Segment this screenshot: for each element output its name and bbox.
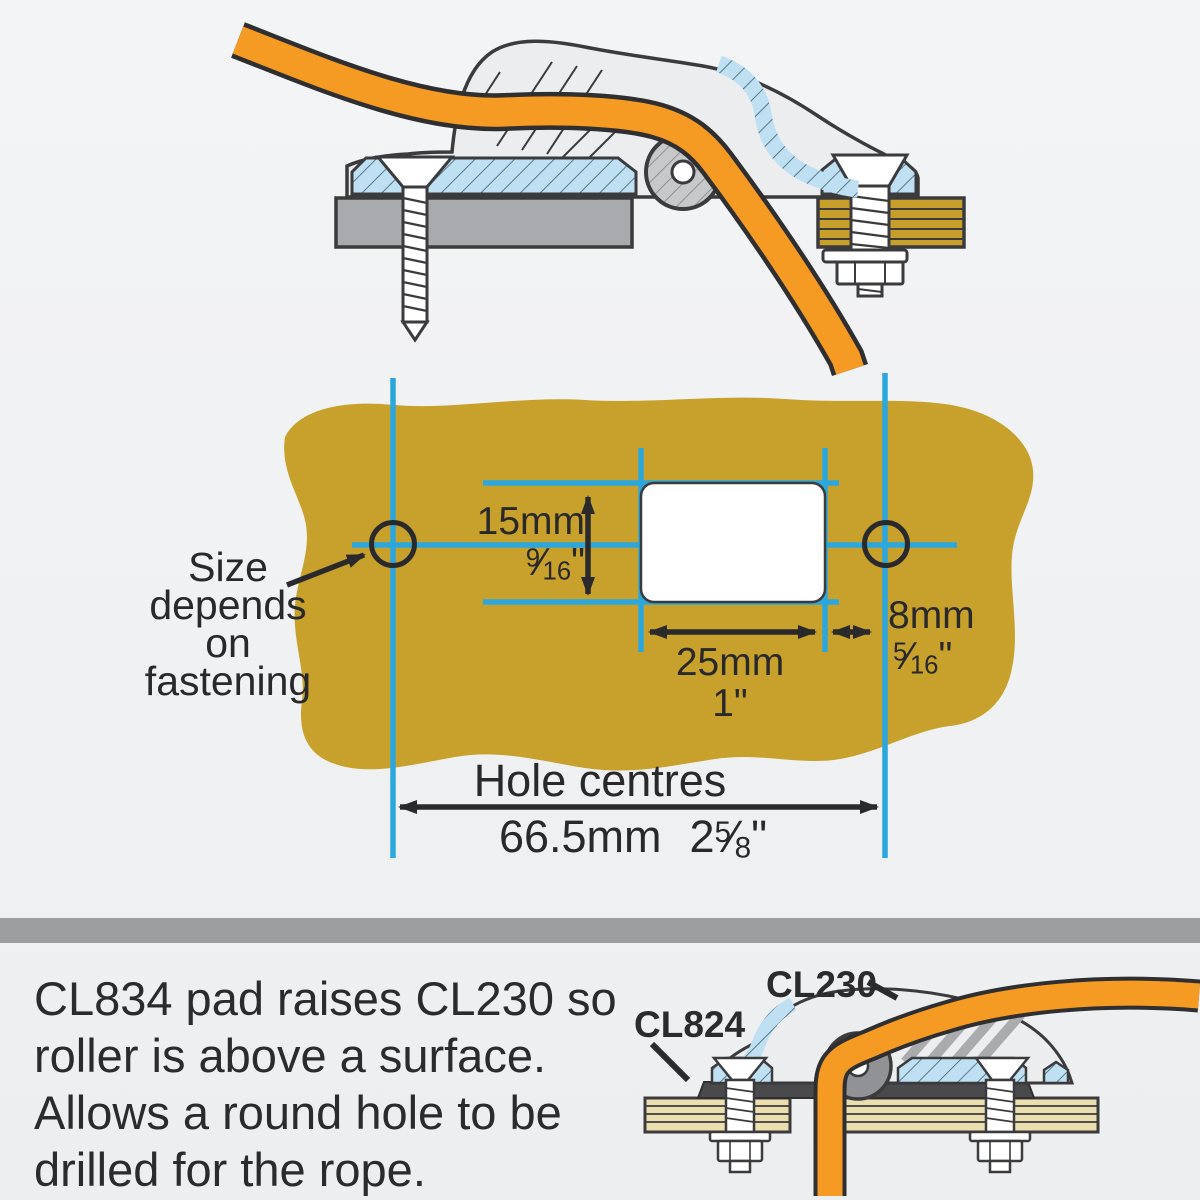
cleat-cross-section-illustration [231, 22, 966, 377]
footer-description: CL834 pad raises CL230 so roller is abov… [34, 972, 617, 1196]
section-divider [0, 918, 1200, 943]
dimension-arrows [286, 495, 879, 814]
rope-slot-cutout [639, 481, 827, 604]
left-hole-mark [369, 520, 417, 568]
mini-bolts [708, 1056, 1032, 1174]
rope [231, 22, 869, 377]
hex-nut [835, 260, 905, 286]
cl824-pointer-line [649, 1041, 691, 1083]
cleat-on-pad-illustration [643, 976, 1200, 1196]
size-note: Size depends on fastening [144, 544, 312, 704]
height-dim-metric: 15mm [476, 500, 585, 543]
mount-surface-gray [334, 196, 634, 249]
edge-dim-metric: 8mm [888, 594, 975, 637]
right-hole-mark [862, 520, 910, 568]
cl230-pointer-line [866, 979, 899, 1001]
size-note-pointer-arrow [286, 552, 366, 588]
width-dim-metric: 25mm [675, 641, 785, 684]
pad-channel-hatch [715, 55, 860, 198]
label-cl230: CL230 [766, 964, 878, 1005]
drilling-template [284, 373, 1034, 858]
mounting-screw [374, 155, 456, 343]
mounting-bolt [821, 153, 910, 298]
edge-dim-inch: 5⁄16" [893, 635, 953, 680]
label-cl824: CL824 [634, 1004, 746, 1045]
wood-deck [643, 1096, 1100, 1134]
height-dim-inch: 9⁄16" [525, 541, 585, 586]
hole-centres-title: Hole centres [473, 755, 727, 806]
washer [821, 248, 909, 264]
width-dim-inch: 1" [712, 682, 748, 725]
mini-pad-edge [1042, 1060, 1070, 1085]
wood-block [816, 196, 966, 249]
mini-rope [813, 976, 1200, 1196]
